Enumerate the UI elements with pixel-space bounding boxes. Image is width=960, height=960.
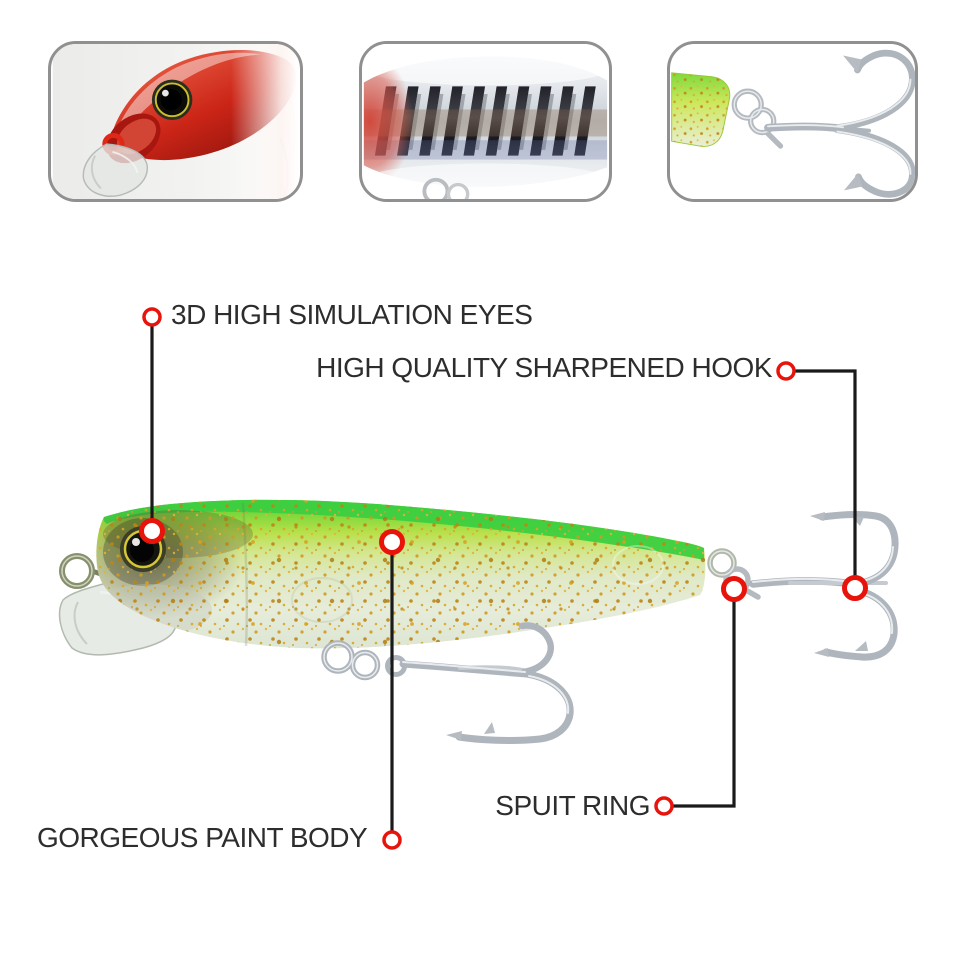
closeup-clear-lip — [82, 143, 148, 197]
callout-marker-hook — [842, 575, 868, 601]
hanger-loop — [422, 177, 470, 199]
hook-point — [446, 731, 462, 740]
callout-label-paint-body: GORGEOUS PAINT BODY — [37, 822, 368, 853]
callout-label-hook: HIGH QUALITY SHARPENED HOOK — [316, 352, 772, 383]
callout-dot-body-label — [382, 830, 402, 850]
tail-hook-closeup-illustration — [671, 44, 915, 199]
callout-dot-eyes-label — [142, 307, 162, 327]
hook-barb-bottom — [855, 641, 868, 651]
top-sheen — [366, 56, 608, 86]
hook-point-bottom — [844, 173, 863, 191]
red-tint — [363, 56, 414, 187]
hook-point-top — [843, 55, 862, 73]
callout-marker-paint-body — [379, 529, 405, 555]
line-tie-ring — [59, 553, 102, 589]
callout-label-eyes: 3D HIGH SIMULATION EYES — [171, 299, 533, 330]
callout-markers — [139, 307, 868, 850]
body-pattern-closeup-illustration — [363, 44, 608, 199]
callout-dot-hook-label — [776, 361, 796, 381]
callout-line-spuit-ring — [672, 599, 736, 808]
hook-point-top — [810, 512, 825, 521]
detail-card-body-pattern — [359, 41, 612, 202]
detail-card-head-closeup — [48, 41, 303, 202]
stripe-pattern — [374, 86, 596, 156]
closeup-3d-eye — [151, 79, 193, 121]
hook-barb — [484, 722, 495, 734]
tail-fade — [230, 44, 299, 199]
callout-marker-eye — [139, 518, 165, 544]
tail-treble-hook — [749, 510, 899, 661]
callout-marker-spuit-ring — [721, 576, 747, 602]
treble-hook — [764, 49, 915, 198]
green-tail-tip — [671, 72, 731, 147]
split-ring — [731, 88, 784, 149]
callout-lines — [150, 325, 857, 832]
callout-line-hook — [794, 369, 857, 578]
blue-reflection-band — [363, 140, 608, 160]
lure-head-closeup-illustration — [52, 44, 299, 199]
detail-card-tail-hook — [667, 41, 918, 202]
callout-label-spuit-ring: SPUIT RING — [495, 790, 650, 821]
silver-body-band — [363, 56, 608, 187]
callout-dot-spuit-label — [654, 796, 674, 816]
belly-treble-hook — [321, 622, 574, 744]
hook-point-bottom — [814, 648, 829, 657]
mold-details — [241, 502, 664, 647]
